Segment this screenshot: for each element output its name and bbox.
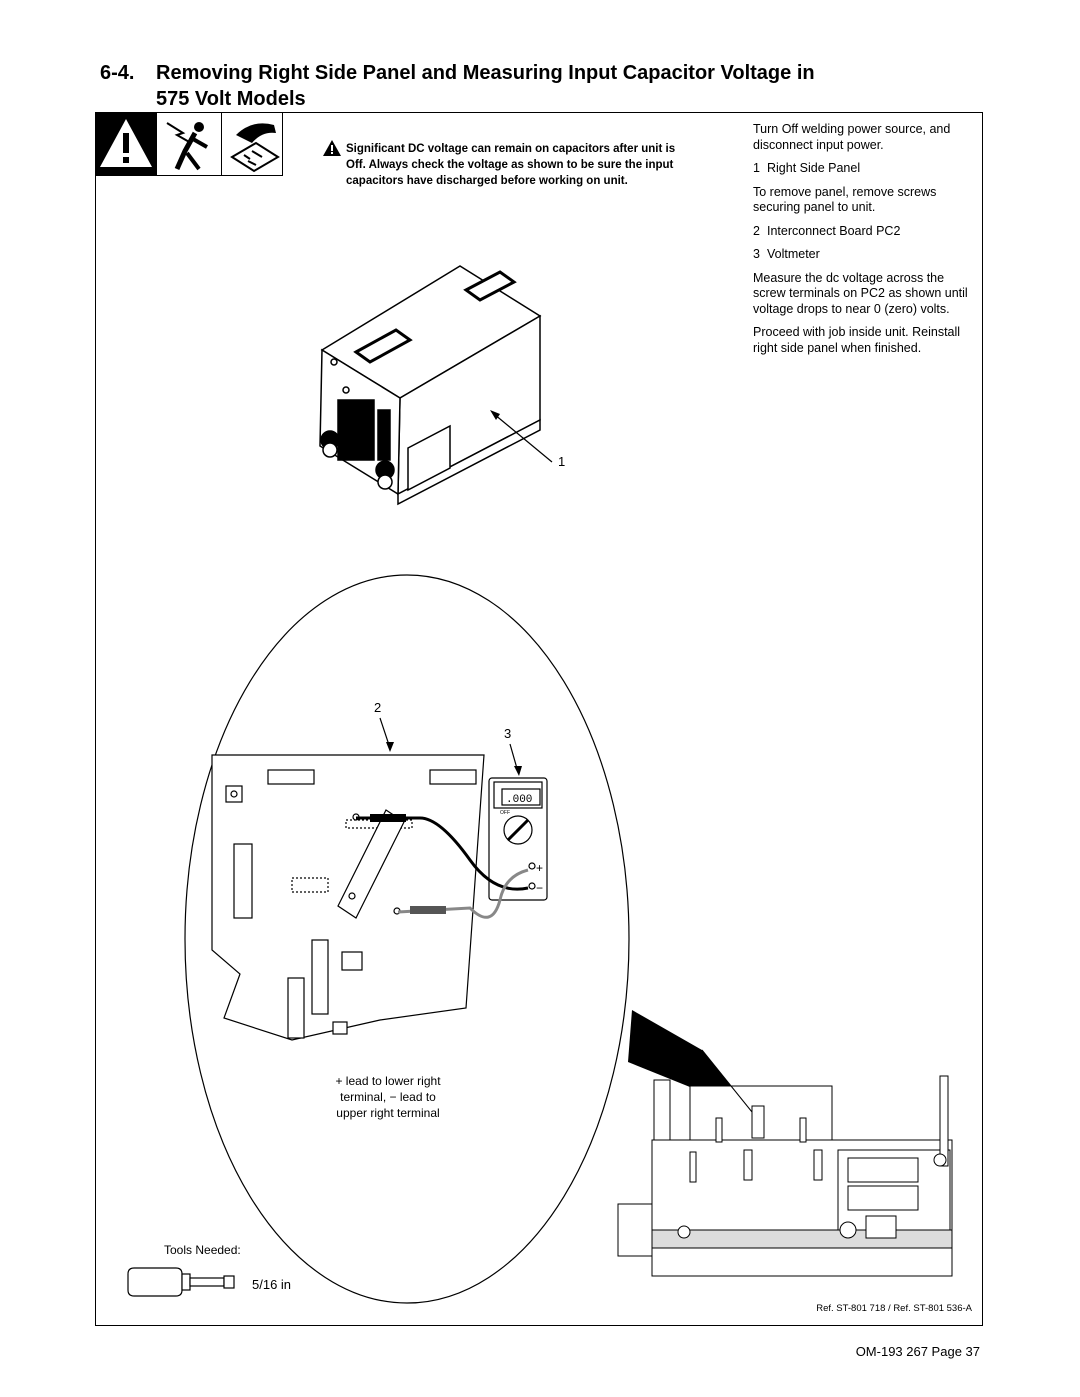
- meter-reading: .000: [506, 794, 532, 806]
- black-probe: [370, 814, 406, 822]
- general-warning-icon: [96, 113, 157, 175]
- reference-number: Ref. ST-801 718 / Ref. ST-801 536-A: [816, 1303, 972, 1314]
- tool-size-label: 5/16 in: [252, 1277, 292, 1292]
- front-vent-icon: [337, 399, 375, 461]
- meter-plus-label: +: [536, 861, 543, 875]
- callout-2-label: 2: [374, 700, 381, 715]
- remove-panel-text: To remove panel, remove screws securing …: [753, 184, 937, 215]
- rear-handle-icon: [463, 270, 517, 302]
- page-footer: OM-193 267 Page 37: [855, 1344, 980, 1359]
- tools-needed-label: Tools Needed:: [164, 1243, 241, 1257]
- front-handle-icon: [353, 328, 413, 364]
- caption-line: terminal, − lead to: [340, 1090, 436, 1104]
- voltmeter: [488, 777, 548, 901]
- instructions-column: Turn Off welding power source, and disco…: [753, 122, 971, 364]
- lead-connection-caption: + lead to lower right terminal, − lead t…: [318, 1073, 458, 1121]
- caption-line: + lead to lower right: [335, 1074, 441, 1088]
- electric-shock-icon: [157, 113, 222, 175]
- black-test-lead: [356, 816, 529, 891]
- safety-icon-strip: [95, 112, 283, 176]
- meter-minus-label: −: [536, 881, 543, 895]
- section-number: 6-4.: [100, 62, 135, 84]
- proceed-text: Proceed with job inside unit. Reinstall …: [753, 325, 961, 355]
- meter-off-label: OFF: [500, 810, 510, 816]
- magnifier-oval: [184, 574, 630, 1304]
- warning-text: Significant DC voltage can remain on cap…: [346, 143, 676, 187]
- intro-text: Turn Off welding power source, and disco…: [753, 122, 951, 152]
- unit-interior-view: [617, 1075, 953, 1277]
- nut-driver-icon: [127, 1267, 235, 1297]
- callout-3-label: 3: [504, 726, 511, 741]
- interconnect-board-pc2: [211, 754, 485, 1041]
- callout-1-arrow: [493, 413, 553, 463]
- hand-on-capacitor-icon: [222, 113, 284, 175]
- measure-text: Measure the dc voltage across the screw …: [753, 270, 968, 316]
- red-test-lead: [397, 868, 529, 919]
- red-probe: [410, 906, 446, 914]
- section-title-line1: Removing Right Side Panel and Measuring …: [156, 62, 815, 84]
- caption-line: upper right terminal: [336, 1106, 440, 1120]
- warning-triangle-icon: [323, 140, 341, 156]
- section-title-line2: 575 Volt Models: [156, 88, 306, 110]
- callout-1-label: 1: [558, 454, 565, 469]
- content-frame: [95, 112, 983, 1326]
- section-heading: 6-4. Removing Right Side Panel and Measur…: [100, 60, 1000, 112]
- welding-power-source-illustration: [319, 265, 542, 506]
